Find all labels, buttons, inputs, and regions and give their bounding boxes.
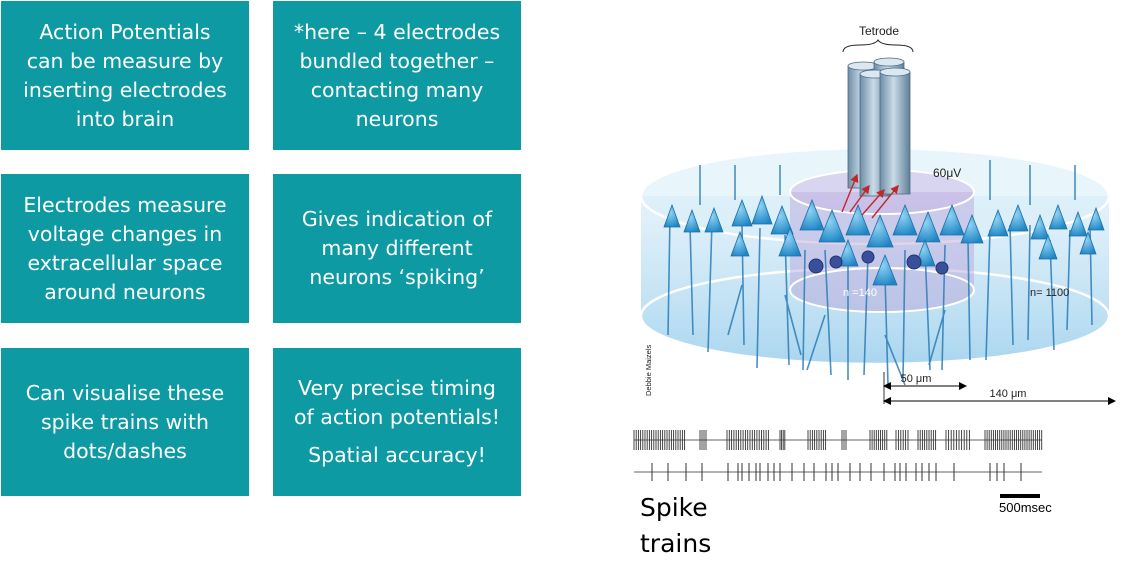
info-box-measuring: Action Potentials can be measure by inse…	[1, 1, 249, 150]
box-text-line: inserting electrodes	[23, 77, 227, 102]
outer-radius-label: 140 μm	[990, 388, 1027, 400]
box-text-line: Electrodes measure	[23, 192, 227, 217]
spike-train-dense	[633, 430, 1043, 450]
box-text-line: around neurons	[44, 279, 206, 304]
info-box-voltage: Electrodes measure voltage changes in ex…	[1, 174, 249, 323]
box-text-line: Very precise timing	[298, 376, 496, 400]
box-text-line: neurons	[355, 106, 439, 131]
box-text-line: dots/dashes	[63, 438, 187, 463]
caption-line: trains	[640, 529, 712, 558]
box-text-line: extracellular space	[27, 250, 223, 275]
neuron-processes	[667, 160, 1093, 386]
spike-trains-caption: Spike trains	[640, 490, 711, 562]
inner-radius-label: 50 μm	[901, 373, 932, 385]
tetrode-label: Tetrode	[859, 24, 899, 38]
inner-count-label: n =140	[843, 287, 877, 299]
info-box-timing: Very precise timing of action potentials…	[273, 348, 521, 496]
box-text-line: Spatial accuracy!	[308, 443, 486, 467]
spike-train-sparse	[634, 463, 1042, 481]
neurons	[663, 194, 1105, 286]
interneurons	[808, 250, 949, 275]
box-text-line: can be measure by	[26, 48, 224, 73]
box-text-line: Action Potentials	[39, 19, 211, 44]
caption-line: Spike	[640, 493, 708, 522]
voltage-label: 60μV	[933, 166, 961, 180]
box-text-line: neurons ‘spiking’	[309, 265, 485, 289]
info-box-spiking: Gives indication of many different neuro…	[273, 174, 521, 323]
box-text-line: voltage changes in	[27, 221, 223, 246]
info-box-visualise: Can visualise these spike trains with do…	[1, 348, 249, 496]
box-text-line: of action potentials!	[294, 405, 500, 429]
radius-scale-outer: 140 μm	[883, 388, 1116, 405]
box-text-line: Can visualise these	[25, 380, 225, 405]
box-text-line: into brain	[75, 106, 175, 131]
info-box-tetrode: *here – 4 electrodes bundled together – …	[273, 1, 521, 150]
box-text-line: spike trains with	[40, 409, 210, 434]
box-text-line: many different	[321, 236, 473, 260]
time-scale-label: 500msec	[999, 500, 1052, 515]
tetrode-bracket	[842, 39, 914, 53]
box-text-line: contacting many	[310, 77, 484, 102]
time-scale-bar	[1000, 494, 1040, 498]
box-text-line: *here – 4 electrodes	[293, 19, 501, 44]
radius-scale-inner: 50 μm	[883, 372, 967, 404]
tetrode-electrodes	[847, 57, 911, 197]
outer-count-label: n= 1100	[1030, 287, 1069, 299]
tetrode-recording-diagram: Tetrode 60μV n =140 n= 1100 Debbie Maize…	[633, 24, 1116, 515]
credit-label: Debbie Maizels	[644, 344, 653, 396]
box-text-line: bundled together –	[299, 48, 495, 73]
box-text-line: Gives indication of	[301, 207, 493, 231]
signal-arrows	[841, 173, 899, 219]
